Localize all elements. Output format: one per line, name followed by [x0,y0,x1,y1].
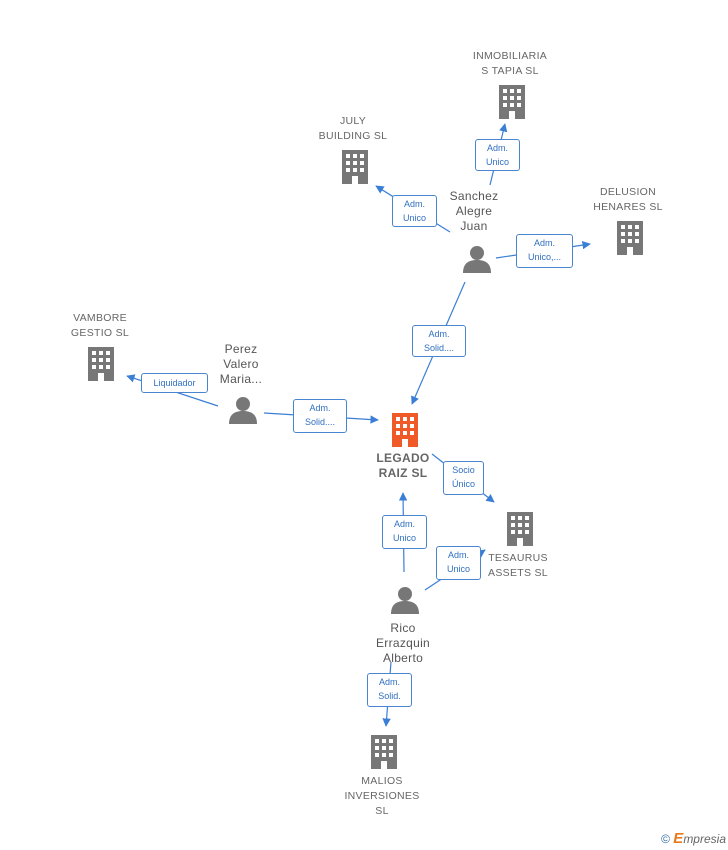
footer-brand: © Empresia [661,830,726,847]
node-label-inmobiliaria[interactable]: INMOBILIARIA S TAPIA SL [472,50,548,77]
edge-label-legado-tesaurus[interactable]: Socio Único [443,461,484,495]
edge-label-perez-vambore[interactable]: Liquidador [141,373,208,393]
person-icon-rico[interactable] [391,587,419,614]
building-icon-malios[interactable] [371,735,397,769]
edge-label-sanchez-legado[interactable]: Adm. Solid.... [412,325,466,357]
node-label-vambore[interactable]: VAMBORE GESTIO SL [70,312,130,339]
building-icon-tesaurus[interactable] [507,512,533,546]
edge-label-rico-legado[interactable]: Adm. Unico [382,515,427,549]
node-label-july[interactable]: JULY BUILDING SL [318,115,388,142]
building-icon-delusion[interactable] [617,221,643,255]
edge-label-rico-tesaurus[interactable]: Adm. Unico [436,546,481,580]
node-label-perez[interactable]: Perez Valero Maria... [219,342,263,386]
building-icon-inmobiliaria[interactable] [499,85,525,119]
node-label-delusion[interactable]: DELUSION HENARES SL [593,186,663,213]
person-icon-perez[interactable] [229,397,257,424]
node-label-sanchez[interactable]: Sanchez Alegre Juan [449,189,499,233]
node-label-rico[interactable]: Rico Errazquin Alberto [375,621,431,665]
edge-label-sanchez-delusion[interactable]: Adm. Unico,... [516,234,573,268]
building-icon-vambore[interactable] [88,347,114,381]
node-label-legado[interactable]: LEGADO RAIZ SL [376,451,430,480]
person-icon-sanchez[interactable] [463,246,491,273]
copyright-symbol: © [661,832,670,846]
edge-label-sanchez-july[interactable]: Adm. Unico [392,195,437,227]
brand-logo-initial: E [673,830,684,847]
brand-logo-text: mpresia [683,832,726,846]
building-icon-july[interactable] [342,150,368,184]
edge-label-rico-malios[interactable]: Adm. Solid. [367,673,412,707]
edge-label-sanchez-inmobiliaria[interactable]: Adm. Unico [475,139,520,171]
node-label-malios[interactable]: MALIOS INVERSIONES SL [344,775,420,817]
node-label-tesaurus[interactable]: TESAURUS ASSETS SL [488,552,548,579]
edge-label-perez-legado[interactable]: Adm. Solid.... [293,399,347,433]
building-icon-legado[interactable] [392,413,418,447]
